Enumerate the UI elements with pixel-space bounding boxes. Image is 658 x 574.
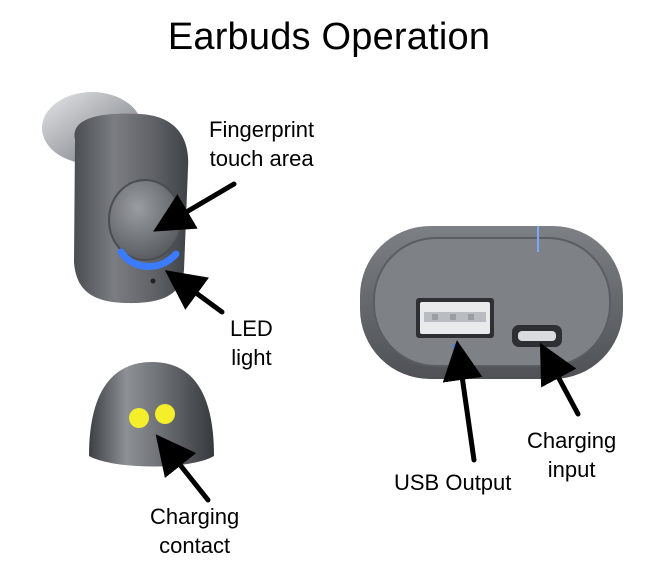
earbud-illustration bbox=[42, 92, 189, 304]
label-led: LED light bbox=[230, 314, 273, 372]
label-led-line1: LED bbox=[230, 316, 273, 341]
label-fingerprint-line2: touch area bbox=[209, 146, 314, 171]
arrow-charging-input bbox=[539, 342, 581, 417]
diagram-title: Earbuds Operation bbox=[167, 16, 491, 58]
usb-pin bbox=[450, 314, 456, 320]
arrow-led bbox=[164, 270, 225, 315]
mic-hole bbox=[150, 278, 156, 284]
contact-right bbox=[155, 404, 175, 424]
usb-pin bbox=[432, 314, 438, 320]
label-fingerprint: Fingerprint touch area bbox=[209, 115, 314, 173]
arrows bbox=[153, 181, 581, 503]
charging-contact-illustration bbox=[89, 362, 214, 467]
label-charging-input-line1: Charging bbox=[527, 428, 617, 453]
usb-pin bbox=[468, 314, 474, 320]
led-light bbox=[117, 248, 180, 270]
label-charging-input: Charging input bbox=[527, 426, 616, 484]
usb-indicator bbox=[453, 344, 457, 348]
label-usb-output: USB Output bbox=[394, 470, 512, 495]
label-charging-input-line2: input bbox=[547, 457, 596, 482]
arrow-fingerprint bbox=[153, 181, 237, 232]
contact-left bbox=[129, 408, 149, 428]
arrow-usb-output bbox=[442, 340, 483, 463]
label-led-line2: light bbox=[231, 345, 272, 370]
label-charging-contact-line1: Charging bbox=[150, 504, 240, 529]
label-fingerprint-line1: Fingerprint bbox=[209, 117, 315, 142]
label-charging-contact-line2: contact bbox=[159, 533, 231, 558]
contact-dome bbox=[89, 362, 214, 467]
arrow-charging-contact bbox=[155, 434, 211, 503]
label-charging-contact: Charging contact bbox=[150, 502, 239, 560]
charging-case-illustration bbox=[360, 226, 623, 379]
micro-usb-inner bbox=[518, 331, 556, 341]
